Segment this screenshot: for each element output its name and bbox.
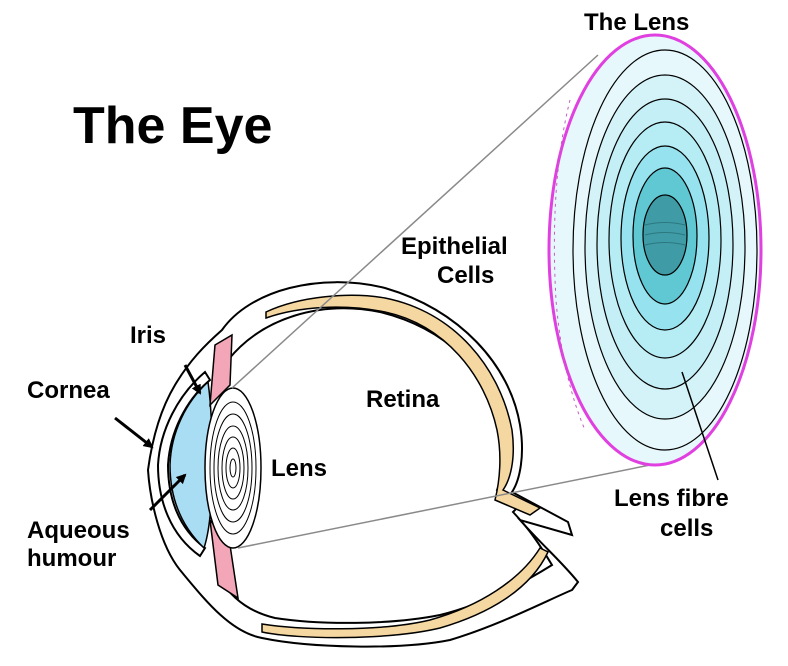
label-epithelial: Epithelial <box>401 233 508 260</box>
label-cells: Cells <box>437 262 494 289</box>
label-the-lens: The Lens <box>584 9 689 36</box>
label-cornea: Cornea <box>27 377 110 404</box>
label-lens-fibre: Lens fibre <box>614 485 729 512</box>
label-iris: Iris <box>130 322 166 349</box>
label-retina: Retina <box>366 386 440 413</box>
label-fibre-cells: cells <box>660 515 713 542</box>
label-aqueous: Aqueous <box>27 517 130 544</box>
lens-small <box>205 388 261 548</box>
cornea-arrow <box>115 418 152 447</box>
lens-closeup <box>549 35 761 465</box>
lens-core <box>643 195 687 275</box>
label-lens: Lens <box>271 455 327 482</box>
label-humour: humour <box>27 545 116 572</box>
diagram-title: The Eye <box>73 97 272 155</box>
